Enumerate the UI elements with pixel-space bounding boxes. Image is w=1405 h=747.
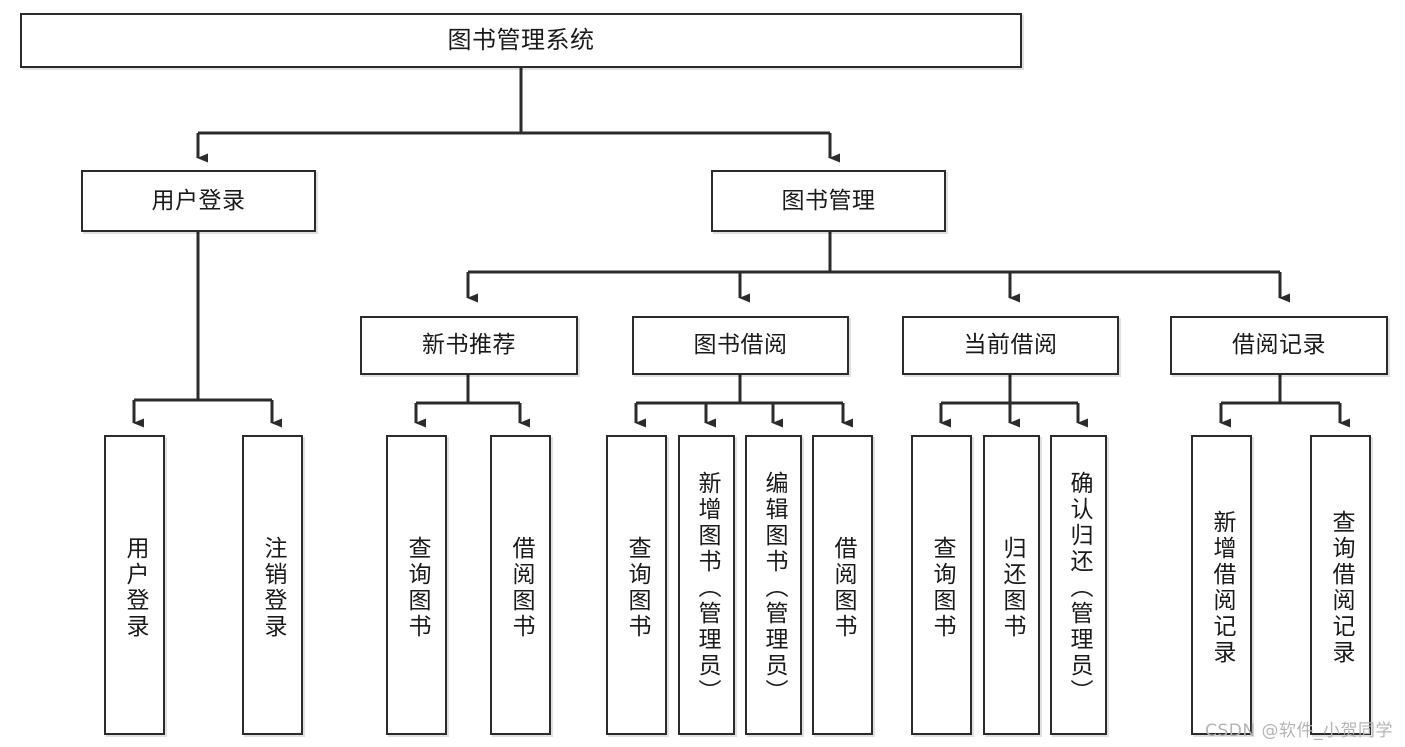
node-borrow-record[interactable]: 借阅记录 (1170, 316, 1388, 375)
node-label: 图书借阅 (693, 332, 788, 359)
leaf-confirm-return-admin[interactable]: 确认归还（管理员） (1050, 435, 1107, 735)
leaf-query-book-borrow[interactable]: 查询图书 (606, 435, 667, 735)
node-label: 用户登录 (122, 536, 148, 640)
leaf-add-borrow-record[interactable]: 新增借阅记录 (1191, 435, 1252, 735)
node-label: 归还图书 (999, 536, 1025, 640)
leaf-borrow-book-borrow[interactable]: 借阅图书 (812, 435, 873, 735)
node-new-book-recommend[interactable]: 新书推荐 (360, 316, 578, 375)
node-user-login[interactable]: 用户登录 (81, 170, 316, 232)
leaf-edit-book-admin[interactable]: 编辑图书（管理员） (745, 435, 802, 735)
node-label: 借阅图书 (830, 536, 856, 640)
watermark-text: CSDN @软件_小贺同学 (1205, 721, 1393, 741)
node-label: 新书推荐 (422, 332, 516, 359)
node-book-borrow[interactable]: 图书借阅 (632, 316, 849, 375)
node-label: 图书管理系统 (447, 25, 595, 54)
leaf-query-book-current[interactable]: 查询图书 (911, 435, 972, 735)
node-label: 编辑图书（管理员） (761, 471, 787, 705)
node-current-borrow[interactable]: 当前借阅 (902, 316, 1119, 375)
node-label: 确认归还（管理员） (1066, 471, 1092, 705)
node-label: 当前借阅 (963, 332, 1058, 359)
leaf-return-book[interactable]: 归还图书 (983, 435, 1040, 735)
leaf-user-login[interactable]: 用户登录 (104, 435, 165, 735)
leaf-borrow-book-recommend[interactable]: 借阅图书 (490, 435, 551, 735)
node-label: 用户登录 (151, 187, 246, 214)
leaf-logout-login[interactable]: 注销登录 (242, 435, 303, 735)
node-label: 新增图书（管理员） (694, 471, 720, 705)
leaf-add-book-admin[interactable]: 新增图书（管理员） (678, 435, 735, 735)
leaf-query-book-recommend[interactable]: 查询图书 (386, 435, 447, 735)
node-label: 图书管理 (781, 187, 876, 214)
node-label: 查询图书 (624, 536, 650, 640)
node-label: 借阅记录 (1232, 332, 1326, 359)
leaf-query-borrow-record[interactable]: 查询借阅记录 (1310, 435, 1371, 735)
node-label: 查询图书 (404, 536, 430, 640)
node-label: 查询图书 (929, 536, 955, 640)
node-label: 新增借阅记录 (1209, 510, 1235, 666)
node-label: 注销登录 (260, 536, 286, 640)
node-label: 借阅图书 (508, 536, 534, 640)
node-root-system[interactable]: 图书管理系统 (20, 13, 1022, 68)
node-book-management[interactable]: 图书管理 (711, 170, 946, 232)
node-label: 查询借阅记录 (1328, 510, 1354, 666)
